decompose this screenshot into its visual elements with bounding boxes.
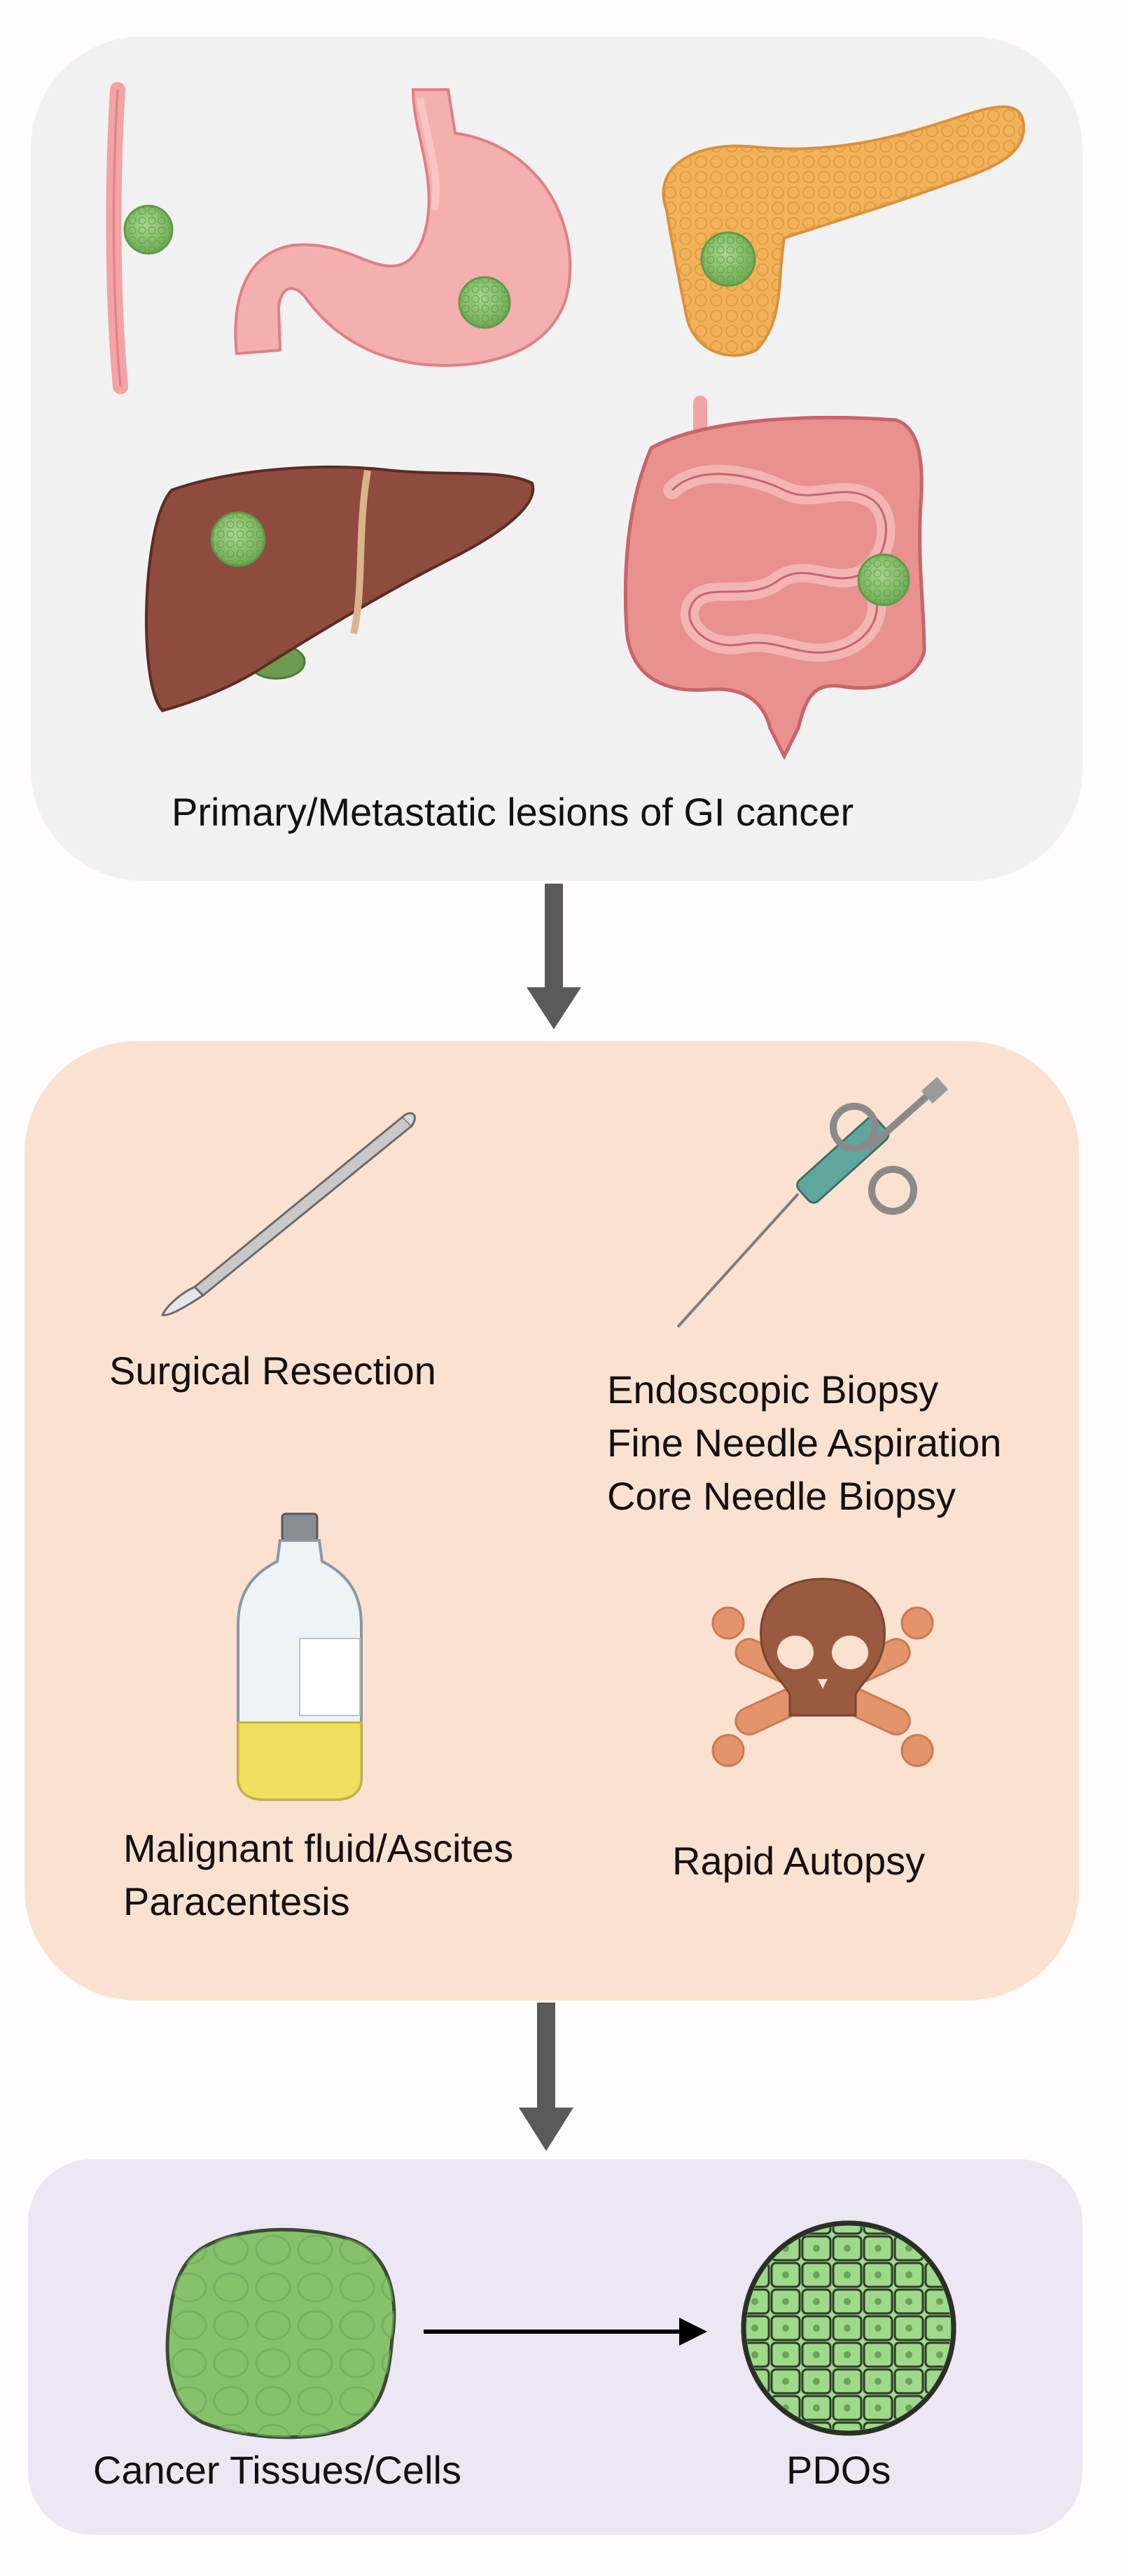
down-arrow-icon [519, 2003, 573, 2151]
biopsy-line: Endoscopic Biopsy [607, 1367, 939, 1412]
tumor-icon [458, 276, 511, 329]
biopsy-line: Core Needle Biopsy [607, 1474, 956, 1518]
tumor-icon [700, 231, 756, 287]
tumor-icon [210, 511, 266, 567]
sampling-methods-panel [25, 1041, 1079, 2000]
biopsy-line: Fine Needle Aspiration [607, 1421, 1002, 1465]
bottle-icon [237, 1512, 363, 1801]
surgical-resection-label: Surgical Resection [109, 1349, 436, 1393]
biopsy-needle-icon [676, 1077, 949, 1328]
fluid-line: Paracentesis [123, 1879, 350, 1923]
intestine-icon [623, 396, 926, 760]
cancer-tissues-label: Cancer Tissues/Cells [93, 2448, 461, 2492]
tissue-cluster-icon [165, 2227, 396, 2439]
tumor-icon [123, 204, 174, 255]
rapid-autopsy-label: Rapid Autopsy [672, 1839, 926, 1883]
organoid-icon [741, 2220, 956, 2436]
biopsy-methods-label: Endoscopic Biopsy Fine Needle Aspiration… [607, 1363, 1001, 1523]
skull-crossbones-icon [711, 1578, 934, 1767]
scalpel-icon [160, 1112, 416, 1316]
down-arrow-icon [527, 884, 581, 1029]
fluid-line: Malignant fluid/Ascites [123, 1826, 514, 1870]
esophagus-icon [106, 82, 174, 394]
tumor-icon [857, 553, 910, 606]
liver-icon [145, 466, 535, 713]
pancreas-icon [662, 105, 1026, 357]
lesions-caption: Primary/Metastatic lesions of GI cancer [172, 790, 854, 834]
pdos-label: PDOs [786, 2448, 891, 2492]
right-arrow-icon [424, 2318, 707, 2346]
malignant-fluid-label: Malignant fluid/Ascites Paracentesis [123, 1822, 513, 1928]
stomach-icon [234, 88, 572, 367]
